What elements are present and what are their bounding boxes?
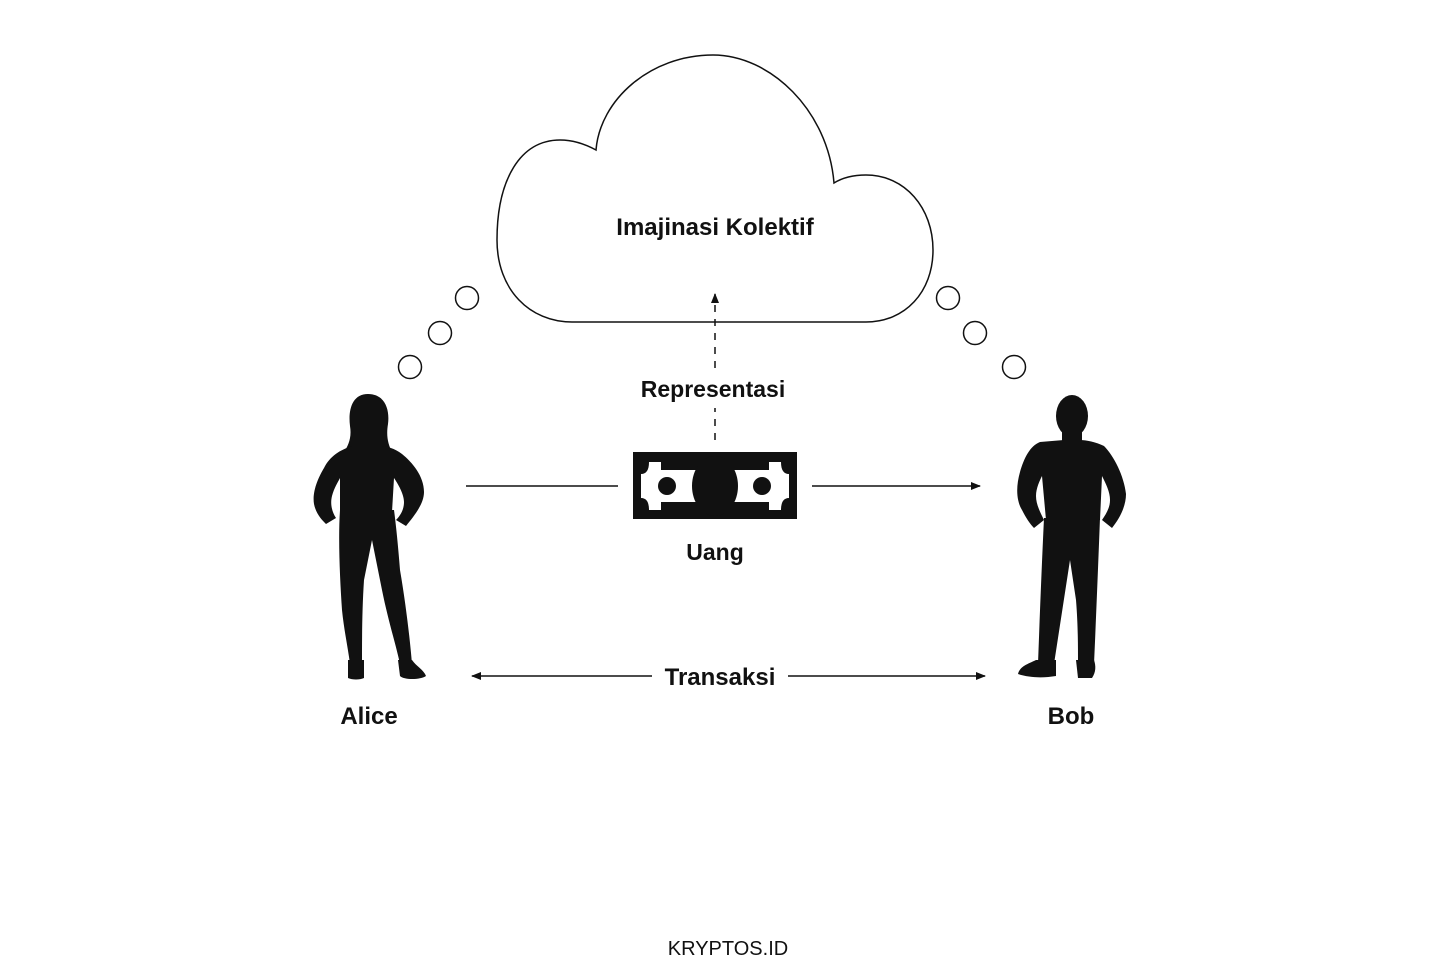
woman-silhouette-icon [313, 394, 426, 680]
person-left-label: Alice [340, 703, 397, 730]
cloud-shape [496, 54, 934, 323]
thought-bubble-right-3 [1001, 354, 1027, 380]
thought-bubble-left-3 [397, 354, 423, 380]
thought-bubble-left-1 [454, 285, 480, 311]
thought-bubble-left-2 [427, 320, 453, 346]
money-label: Uang [686, 539, 744, 565]
representation-label: Representasi [641, 376, 785, 402]
banknote-icon [633, 452, 797, 519]
thought-bubble-right-1 [935, 285, 961, 311]
person-right-label: Bob [1048, 703, 1095, 730]
cloud-label: Imajinasi Kolektif [616, 214, 814, 241]
credit-label: KRYPTOS.ID [668, 938, 788, 960]
thought-bubble-right-2 [962, 320, 988, 346]
man-silhouette-icon [1017, 395, 1126, 678]
transaction-label: Transaksi [665, 664, 776, 691]
